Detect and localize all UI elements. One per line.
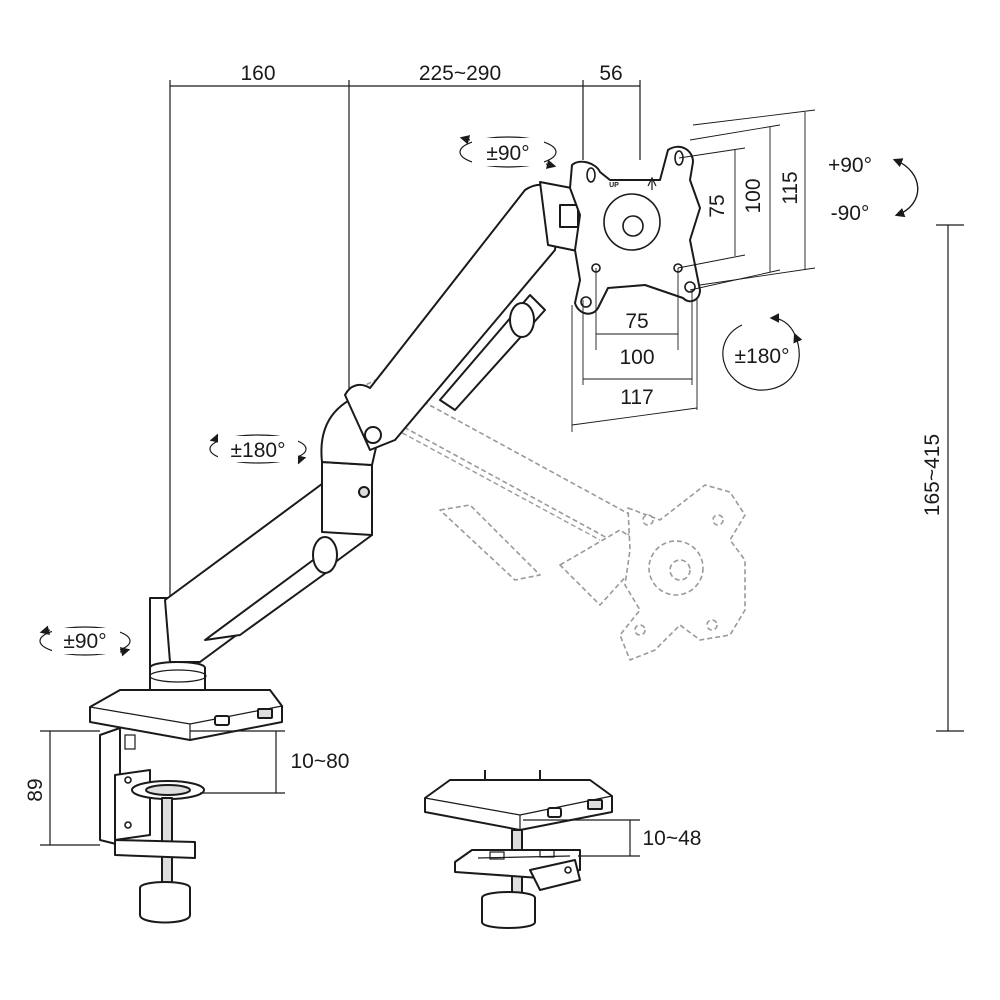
dimension-plate-height-100: 100 [742, 178, 765, 213]
plate-up-label: UP [609, 182, 619, 189]
rotation-swivel-elbow [209, 433, 307, 465]
rotation-swivel-base-label: ±90° [63, 630, 106, 653]
dimension-grommet-range: 10~48 [643, 827, 702, 850]
dimension-arm-extension: 225~290 [419, 62, 501, 85]
plate-width-dimensions [571, 268, 698, 432]
rotation-swivel-head [722, 313, 803, 391]
grommet-range-dimension [523, 819, 640, 857]
clamp-range-dimension [190, 730, 285, 794]
dimension-clamp-range: 10~80 [291, 750, 350, 773]
vesa-plate [569, 145, 701, 315]
dimension-height-range: 165~415 [921, 434, 944, 516]
upper-arm [344, 183, 561, 451]
height-range-dimension [936, 224, 964, 732]
clamp-height-dimension [40, 730, 100, 846]
top-dimension-lines [169, 80, 641, 600]
dimension-plate-width-75: 75 [625, 310, 648, 333]
dimension-plate-height-115: 115 [779, 171, 802, 204]
rotation-tilt-vertical [892, 158, 919, 218]
plate-height-dimensions [677, 109, 816, 291]
rotation-swivel-head-label: ±180° [735, 345, 790, 368]
dimension-clamp-height: 89 [24, 778, 47, 801]
grommet-base [424, 770, 613, 929]
clamp-base [89, 661, 283, 924]
dimension-plate-height-75: 75 [706, 194, 729, 217]
rotation-tilt-head [459, 135, 557, 169]
dimension-plate-depth: 56 [599, 62, 622, 85]
head-joint [539, 181, 583, 253]
ghost-lowered-arm [344, 377, 746, 661]
dimension-plate-width-117: 117 [620, 386, 653, 409]
rotation-tilt-head-label: ±90° [486, 142, 529, 165]
rotation-swivel-elbow-label: ±180° [231, 439, 286, 462]
dimension-plate-width-100: 100 [619, 346, 654, 369]
rotation-tilt-up-label: +90° [828, 154, 872, 177]
rotation-swivel-base [39, 625, 131, 657]
rotation-tilt-down-label: -90° [831, 202, 870, 225]
dimension-arm-base-offset: 160 [240, 62, 275, 85]
